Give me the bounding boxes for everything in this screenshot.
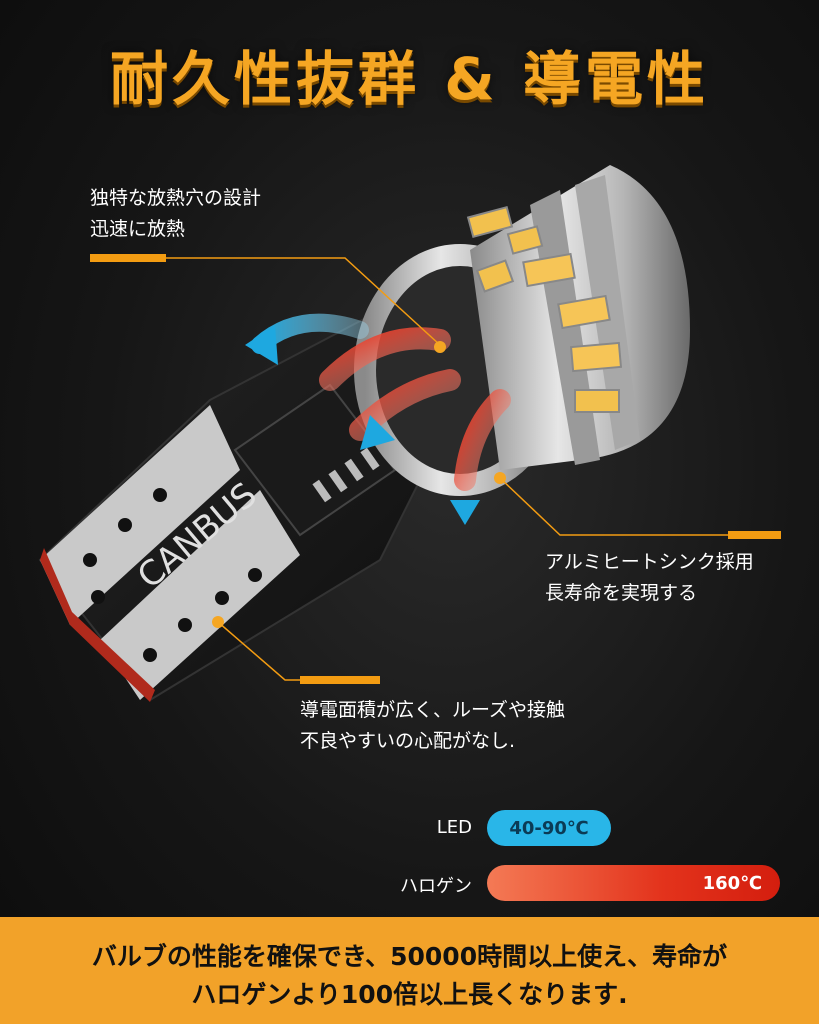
callout-dot-conductive xyxy=(212,616,224,628)
legend-led-value: 40-90℃ xyxy=(487,810,611,846)
callout-heatsink: アルミヒートシンク採用 長寿命を実現する xyxy=(545,547,754,609)
callout-conductive-line1: 導電面積が広く、ルーズや接触 xyxy=(300,699,566,721)
callout-leaders xyxy=(165,257,728,681)
callout-heat-holes-line2: 迅速に放熱 xyxy=(90,218,186,240)
footer-banner: バルブの性能を確保でき、50000時間以上使え、寿命が ハロゲンより100倍以上… xyxy=(0,917,819,1024)
callout-heat-holes-underline xyxy=(90,254,166,262)
heat-flow-arrows xyxy=(245,313,511,525)
footer-line2: ハロゲンより100倍以上長くなります. xyxy=(191,980,628,1009)
page-title: 耐久性抜群 & 導電性 xyxy=(110,45,709,113)
callout-heatsink-underline xyxy=(728,531,781,539)
callout-heat-holes: 独特な放熱穴の設計 迅速に放熱 xyxy=(90,183,261,245)
callout-dot-heat-holes xyxy=(434,341,446,353)
smd-led-chips xyxy=(466,205,623,413)
callout-conductive: 導電面積が広く、ルーズや接触 不良やすいの心配がなし. xyxy=(300,695,565,757)
callout-conductive-underline xyxy=(300,676,380,684)
aluminum-heatsink xyxy=(354,165,690,496)
callout-dot-heatsink xyxy=(494,472,506,484)
callout-heat-holes-line1: 独特な放熱穴の設計 xyxy=(90,187,262,209)
footer-line1: バルブの性能を確保でき、50000時間以上使え、寿命が xyxy=(91,942,728,971)
legend-led-label: LED xyxy=(436,817,472,838)
callout-heatsink-line2: 長寿命を実現する xyxy=(545,582,698,604)
callout-conductive-line2: 不良やすいの心配がなし. xyxy=(300,730,516,752)
legend-halogen-value: 160℃ xyxy=(487,865,780,901)
pcb-board xyxy=(38,298,452,702)
callout-heatsink-line1: アルミヒートシンク採用 xyxy=(545,551,754,573)
legend-halogen-label: ハロゲン xyxy=(400,876,472,897)
